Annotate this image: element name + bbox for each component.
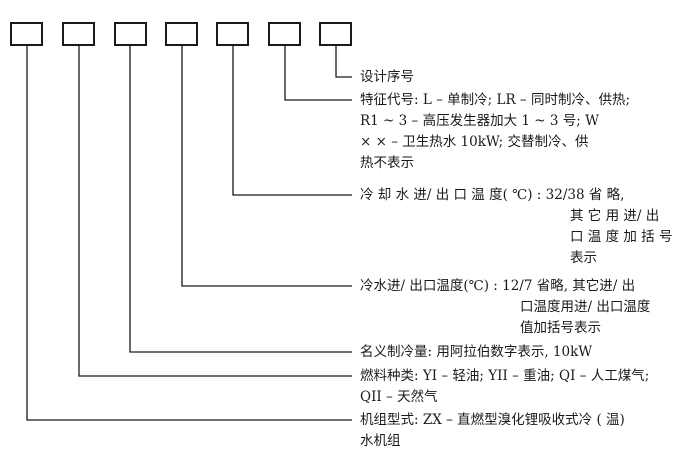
label-line: 值加括号表示 (520, 320, 601, 336)
connector-fuel-type (78, 46, 352, 377)
label-line: R1 ~ 3 – 高压发生器加大 1 ~ 3 号; W (360, 113, 599, 129)
label-line: 特征代号: L – 单制冷; LR – 同时制冷、供热; (360, 92, 630, 108)
connector-unit-model (26, 46, 352, 421)
code-box-1 (10, 22, 43, 46)
connector-feature-code (284, 46, 352, 101)
label-line: 机组型式: ZX – 直燃型溴化锂吸收式冷 ( 温) (360, 412, 625, 428)
label-line: 冷水进/ 出口温度(℃) : 12/7 省略, 其它进/ 出 (360, 278, 636, 294)
label-line: 口 温 度 加 括 号 (570, 229, 673, 245)
label-line: × × – 卫生热水 10kW; 交替制冷、供 (360, 134, 589, 150)
label-line: 冷 却 水 进/ 出 口 温 度( ℃) : 32/38 省 略, (360, 187, 625, 203)
connector-cooling-water (232, 46, 352, 196)
label-line: 水机组 (360, 433, 401, 449)
code-box-5 (216, 22, 249, 46)
label-nominal-capacity: 名义制冷量: 用阿拉伯数字表示, 10kW (360, 342, 592, 363)
label-line: 燃料种类: YI – 轻油; YII – 重油; QI – 人工煤气; (360, 368, 650, 384)
code-box-6 (268, 22, 301, 46)
label-line: 其 它 用 进/ 出 (570, 208, 660, 224)
code-box-7 (319, 22, 352, 46)
connector-chilled-water (181, 46, 352, 287)
label-unit-model: 机组型式: ZX – 直燃型溴化锂吸收式冷 ( 温) 水机组 (360, 410, 625, 452)
label-cooling-water-temp: 冷 却 水 进/ 出 口 温 度( ℃) : 32/38 省 略, 其 它 用 … (360, 185, 672, 269)
label-fuel-type: 燃料种类: YI – 轻油; YII – 重油; QI – 人工煤气; QII … (360, 366, 649, 408)
label-chilled-water-temp: 冷水进/ 出口温度(℃) : 12/7 省略, 其它进/ 出 口温度用进/ 出口… (360, 276, 650, 339)
connector-nominal-capacity (129, 46, 352, 353)
label-line: 表示 (570, 250, 597, 266)
label-design-seq: 设计序号 (360, 67, 414, 88)
code-box-4 (165, 22, 198, 46)
connector-design-seq (335, 46, 352, 78)
label-line: 名义制冷量: 用阿拉伯数字表示, 10kW (360, 344, 593, 360)
code-box-3 (114, 22, 147, 46)
label-line: 设计序号 (360, 69, 414, 85)
label-feature-code: 特征代号: L – 单制冷; LR – 同时制冷、供热; R1 ~ 3 – 高压… (360, 90, 630, 174)
label-line: QII – 天然气 (360, 389, 438, 405)
label-line: 热不表示 (360, 155, 414, 171)
code-box-2 (62, 22, 95, 46)
label-line: 口温度用进/ 出口温度 (520, 299, 651, 315)
